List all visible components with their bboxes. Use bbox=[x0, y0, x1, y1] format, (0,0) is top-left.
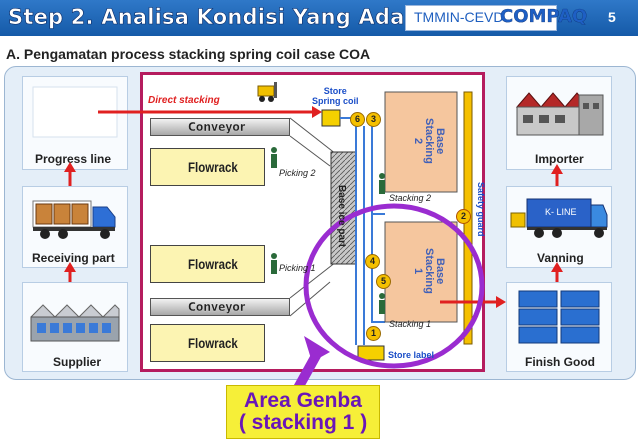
brand-logo: COMPAQ bbox=[500, 6, 588, 27]
direct-stacking-label: Direct stacking bbox=[148, 95, 220, 106]
flowrack-middle bbox=[150, 245, 265, 283]
slide-title: Step 2. Analisa Kondisi Yang Ada bbox=[8, 5, 405, 30]
marker-3: 3 bbox=[366, 112, 381, 127]
base-part-column bbox=[330, 151, 357, 265]
truck-text: K- LINE bbox=[545, 207, 577, 217]
warehouse-icon bbox=[515, 92, 604, 136]
flowrack-bottom bbox=[150, 324, 265, 362]
area-genba-callout: Area Genba ( stacking 1 ) bbox=[226, 385, 380, 439]
safety-guard-label: Safety guard bbox=[476, 182, 486, 237]
marker-6: 6 bbox=[350, 112, 365, 127]
finish-good-box bbox=[506, 282, 612, 372]
conveyor-top-label: Conveyor bbox=[188, 120, 246, 134]
conveyor-bottom-label: Conveyor bbox=[188, 300, 246, 314]
vanning-label: Vanning bbox=[537, 251, 584, 265]
progress-line-label: Progress line bbox=[35, 152, 112, 166]
truck-icon bbox=[32, 200, 116, 239]
store-spring-coil-label: Store Spring coil bbox=[312, 86, 359, 106]
worker-stacking-1-icon bbox=[379, 293, 385, 314]
container-truck-icon bbox=[510, 198, 608, 238]
supplier-box bbox=[22, 282, 128, 372]
supplier-label: Supplier bbox=[53, 355, 102, 369]
picking-1-label: Picking 1 bbox=[279, 263, 316, 273]
worker-picking-1-icon bbox=[271, 253, 277, 274]
base-stacking-2-block bbox=[384, 91, 458, 193]
store-label-box bbox=[357, 345, 385, 361]
marker-5: 5 bbox=[376, 274, 391, 289]
vanning-box bbox=[506, 186, 612, 268]
marker-1: 1 bbox=[366, 326, 381, 341]
header-badge-box bbox=[405, 5, 557, 31]
progress-line-box bbox=[22, 76, 128, 170]
callout-line-2: ( stacking 1 ) bbox=[238, 411, 368, 434]
worker-stacking-2-icon bbox=[379, 173, 385, 194]
section-title: A. Pengamatan process stacking spring co… bbox=[6, 46, 371, 62]
flowrack-top bbox=[150, 148, 265, 186]
store-label-label: Store label bbox=[388, 350, 435, 360]
conveyor-bottom bbox=[150, 298, 290, 316]
base-stacking-2-label: Base Stacking 2 bbox=[412, 118, 446, 164]
org-label: TMMIN-CEVD bbox=[414, 9, 504, 25]
finish-good-label: Finish Good bbox=[525, 355, 595, 369]
picking-2-label: Picking 2 bbox=[279, 168, 316, 178]
worker-picking-2-icon bbox=[271, 147, 277, 168]
receiving-part-label: Receiving part bbox=[32, 251, 115, 265]
importer-label: Importer bbox=[535, 152, 584, 166]
flowrack-top-label: Flowrack bbox=[188, 159, 238, 175]
stacked-boxes-icon bbox=[518, 290, 600, 344]
base-stacking-1-block bbox=[384, 221, 458, 323]
marker-4: 4 bbox=[365, 254, 380, 269]
marker-2: 2 bbox=[456, 209, 471, 224]
store-spring-coil-box bbox=[321, 109, 341, 127]
forklift-icon bbox=[257, 82, 277, 102]
stacking-2-label: Stacking 2 bbox=[389, 193, 432, 203]
callout-line-1: Area Genba bbox=[244, 389, 362, 412]
page-number: 5 bbox=[608, 9, 616, 25]
conveyor-top bbox=[150, 118, 290, 136]
stacking-1-label: Stacking 1 bbox=[389, 319, 432, 329]
genba-highlight-ellipse bbox=[303, 203, 485, 369]
importer-box bbox=[506, 76, 612, 170]
flowrack-bottom-label: Flowrack bbox=[188, 335, 238, 351]
base-stacking-1-label: Base Stacking 1 bbox=[412, 248, 446, 294]
flowrack-middle-label: Flowrack bbox=[188, 256, 238, 272]
receiving-part-box bbox=[22, 186, 128, 268]
base-part-label: Base ice part bbox=[336, 185, 347, 248]
factory-icon bbox=[30, 304, 120, 342]
